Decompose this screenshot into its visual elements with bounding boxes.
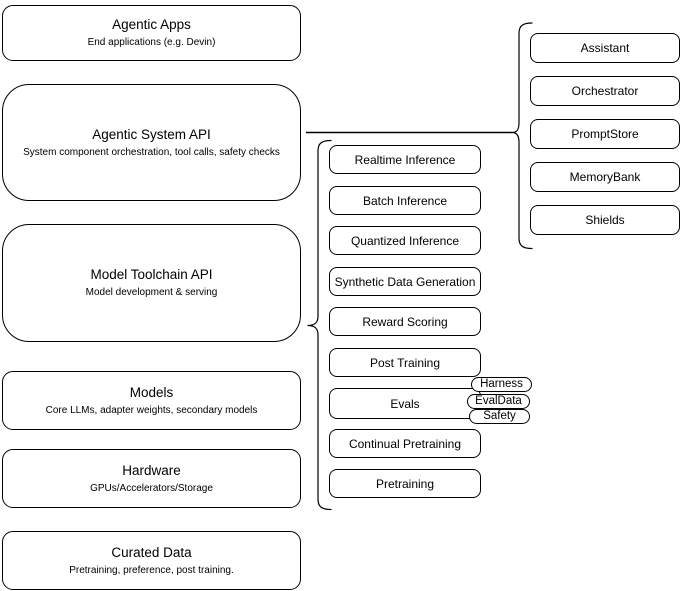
node-title: Agentic Apps [112,17,191,32]
node-label: Synthetic Data Generation [334,274,476,289]
tag-safety: Safety [469,409,530,424]
node-post-training: Post Training [329,348,481,377]
node-title: Models [129,384,174,400]
node-label: PromptStore [571,127,639,141]
node-label: Batch Inference [362,193,448,208]
node-synthetic-data-generation: Synthetic Data Generation [329,267,481,296]
node-label: Orchestrator [571,84,639,98]
node-label: Continual Pretraining [348,436,462,451]
node-reward-scoring: Reward Scoring [329,307,481,336]
node-label: Shields [585,213,625,227]
toolchain-brace [307,139,332,511]
node-subtitle: Pretraining, preference, post training. [69,564,234,576]
system-components-brace [511,22,533,250]
node-continual-pretraining: Continual Pretraining [329,429,481,458]
node-subtitle: System component orchestration, tool cal… [23,146,280,158]
node-memorybank: MemoryBank [530,162,680,192]
node-subtitle: End applications (e.g. Devin) [87,37,216,48]
node-realtime-inference: Realtime Inference [329,145,481,174]
node-title: Curated Data [111,544,192,560]
node-subtitle: Model development & serving [85,287,218,298]
node-shields: Shields [530,205,680,235]
node-label: MemoryBank [569,170,641,184]
node-evals: Evals [329,388,481,419]
node-label: Assistant [580,41,630,55]
tag-evaldata: EvalData [467,394,530,409]
node-agentic-system-api: Agentic System API System component orch… [2,84,301,201]
tag-label: Harness [480,378,523,390]
node-label: Evals [390,396,420,411]
node-label: Pretraining [375,476,435,491]
node-pretraining: Pretraining [329,469,481,498]
node-assistant: Assistant [530,33,680,63]
node-models: Models Core LLMs, adapter weights, secon… [2,371,301,430]
node-title: Hardware [122,462,181,478]
node-orchestrator: Orchestrator [530,76,680,106]
node-agentic-apps: Agentic Apps End applications (e.g. Devi… [2,5,301,61]
node-title: Agentic System API [92,126,211,142]
node-label: Quantized Inference [350,233,460,248]
tag-label: EvalData [475,395,522,407]
node-label: Post Training [369,355,441,370]
node-label: Realtime Inference [354,152,456,167]
tag-harness: Harness [471,377,532,392]
node-quantized-inference: Quantized Inference [329,226,481,255]
node-title: Model Toolchain API [90,267,213,282]
node-subtitle: Core LLMs, adapter weights, secondary mo… [45,404,258,416]
node-model-toolchain-api: Model Toolchain API Model development & … [2,224,301,342]
node-promptstore: PromptStore [530,119,680,149]
node-batch-inference: Batch Inference [329,186,481,215]
node-hardware: Hardware GPUs/Accelerators/Storage [2,449,301,508]
node-curated-data: Curated Data Pretraining, preference, po… [2,531,301,590]
node-subtitle: GPUs/Accelerators/Storage [90,482,213,494]
tag-label: Safety [483,410,516,422]
node-label: Reward Scoring [362,314,448,329]
